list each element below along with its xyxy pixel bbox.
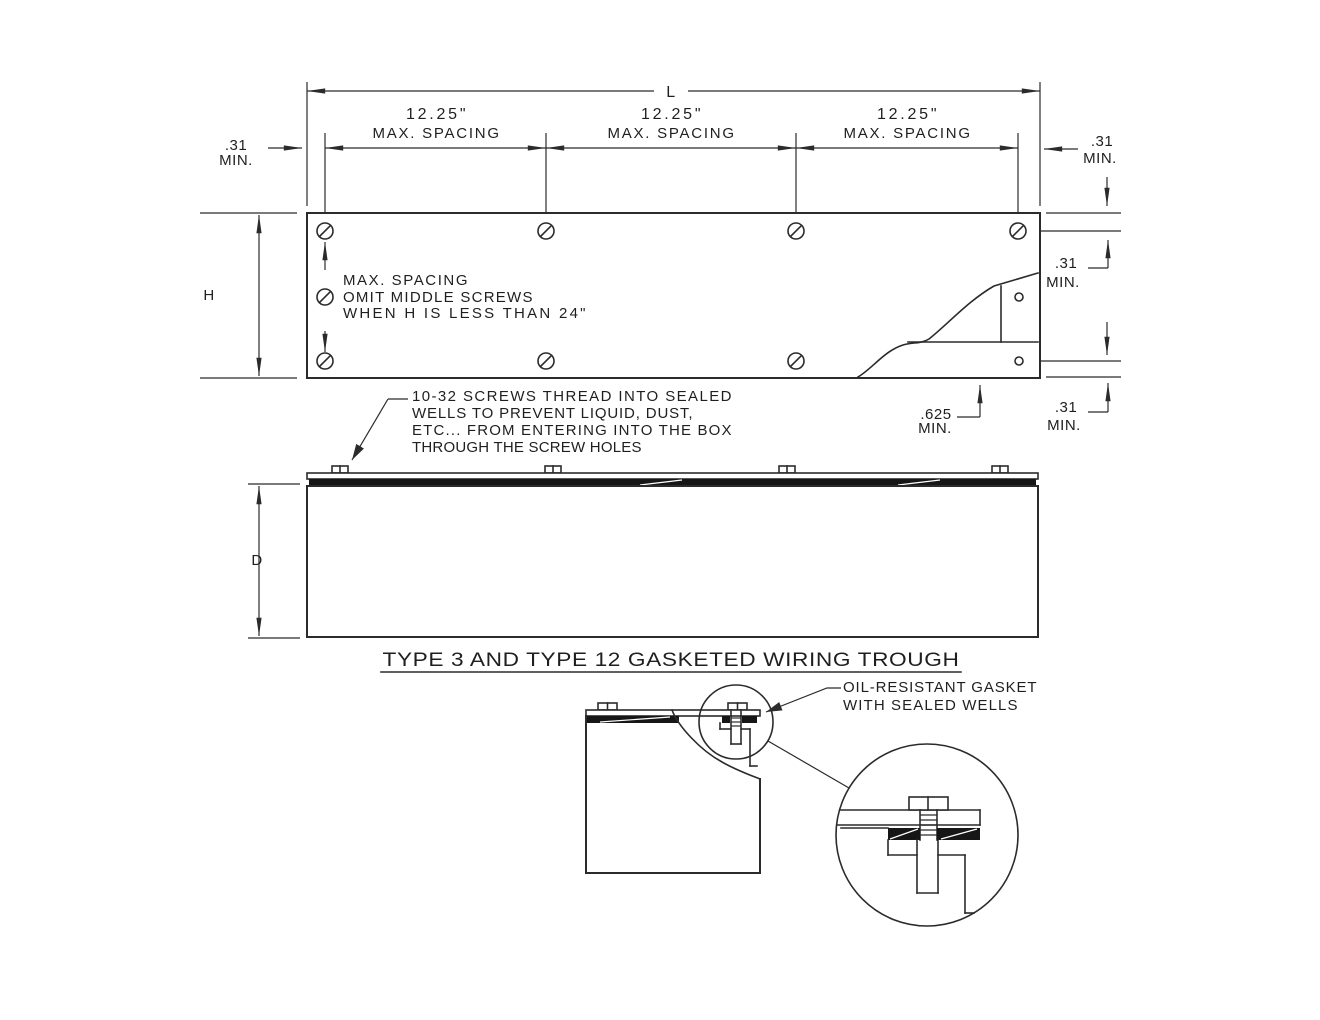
flange-hole-upper	[1014, 292, 1024, 302]
end-gasket-right	[742, 716, 757, 723]
screw-cross-section-large	[836, 796, 981, 914]
screw-symbol	[316, 222, 334, 240]
spacing-2-value: 12.25"	[641, 106, 701, 123]
screw-symbols	[316, 222, 1027, 370]
left-margin-value: .31	[225, 137, 247, 154]
top-view: L 12.25" MAX. SPACING 12.25" MAX. SPACIN…	[200, 82, 1121, 437]
screw-note-line2: WELLS TO PREVENT LIQUID, DUST,	[412, 405, 693, 422]
dim-length: L	[306, 82, 1041, 206]
flange-breakout	[856, 272, 1039, 379]
flange-depth-value: .625	[920, 406, 951, 423]
dim-screw-spacing: 12.25" MAX. SPACING 12.25" MAX. SPACING …	[324, 106, 1019, 222]
screw-head	[727, 702, 748, 711]
title-text: TYPE 3 AND TYPE 12 GASKETED WIRING TROUG…	[383, 650, 960, 671]
flange-hole-lower	[1014, 356, 1024, 366]
screw-symbol	[787, 352, 805, 370]
trough-front-face	[306, 212, 1041, 379]
screw-head	[331, 465, 349, 474]
screw-head	[597, 702, 618, 711]
note-leader-arrow	[351, 398, 389, 461]
spacing-3-value: 12.25"	[877, 106, 937, 123]
dim-flange-hole-offset: .31 MIN.	[1047, 322, 1111, 434]
spacing-1-value: 12.25"	[406, 106, 466, 123]
detail-callout-circle	[698, 684, 774, 760]
screw-symbol	[1009, 222, 1027, 240]
gasket-strip	[309, 479, 1036, 486]
dim-height: H	[200, 212, 297, 379]
dim-left-edge-margin: .31 MIN.	[219, 137, 302, 169]
detail-view: OIL-RESISTANT GASKET WITH SEALED WELLS	[585, 679, 1037, 927]
trough-body-side	[306, 485, 1039, 638]
spacing-3-label: MAX. SPACING	[844, 125, 971, 142]
dim-depth: D	[248, 483, 300, 639]
omit-note-line2: OMIT MIDDLE SCREWS	[343, 289, 533, 306]
cover-screw-heads	[331, 465, 1009, 474]
dim-height-label: H	[203, 287, 214, 304]
cover-plate	[306, 472, 1039, 480]
screw-row-offset-value: .31	[1055, 255, 1077, 272]
gasket-note-line1: OIL-RESISTANT GASKET	[843, 679, 1037, 696]
drawing-title: TYPE 3 AND TYPE 12 GASKETED WIRING TROUG…	[380, 650, 962, 673]
spacing-1-label: MAX. SPACING	[373, 125, 500, 142]
screw-symbol	[316, 352, 334, 370]
screw-symbol	[537, 222, 555, 240]
right-extension-lines	[1026, 212, 1121, 378]
dim-length-label: L	[666, 84, 675, 101]
dim-flange-depth: .625 MIN.	[918, 305, 983, 437]
enlarged-detail	[835, 743, 1019, 927]
dim-depth-label: D	[251, 552, 262, 569]
screw-head	[778, 465, 796, 474]
flange-depth-qualifier: MIN.	[918, 420, 952, 437]
gasket-note-line2: WITH SEALED WELLS	[843, 697, 1018, 714]
note-omit-middle-screws: MAX. SPACING OMIT MIDDLE SCREWS WHEN H I…	[343, 272, 586, 322]
note-sealed-wells: 10-32 SCREWS THREAD INTO SEALED WELLS TO…	[351, 388, 732, 461]
side-view: 10-32 SCREWS THREAD INTO SEALED WELLS TO…	[248, 388, 1039, 639]
trough-end-view	[585, 684, 774, 874]
gasket-leader-arrow	[765, 687, 841, 713]
omit-note-line1: MAX. SPACING	[343, 272, 468, 289]
omit-note-line3: WHEN H IS LESS THAN 24"	[343, 305, 586, 322]
flange-hole-offset-qualifier: MIN.	[1047, 417, 1081, 434]
screw-cross-section-small	[719, 709, 758, 767]
dim-right-edge-margin: .31 MIN.	[1044, 133, 1117, 206]
screw-note-line1: 10-32 SCREWS THREAD INTO SEALED	[412, 388, 732, 405]
screw-symbol	[787, 222, 805, 240]
screw-row-offset-qualifier: MIN.	[1046, 274, 1080, 291]
screw-head	[544, 465, 562, 474]
left-margin-qualifier: MIN.	[219, 152, 253, 169]
screw-note-line3: ETC... FROM ENTERING INTO THE BOX	[412, 422, 732, 439]
detail-connector-line	[767, 740, 850, 789]
dim-screw-row-offset: .31 MIN.	[1046, 240, 1111, 291]
screw-symbol	[537, 352, 555, 370]
note-oil-resistant-gasket: OIL-RESISTANT GASKET WITH SEALED WELLS	[765, 679, 1037, 714]
screw-head	[991, 465, 1009, 474]
right-margin-value: .31	[1091, 133, 1113, 150]
spacing-2-label: MAX. SPACING	[608, 125, 735, 142]
right-margin-qualifier: MIN.	[1083, 150, 1117, 167]
breakout-curve	[670, 708, 762, 781]
screw-symbol	[316, 288, 334, 306]
end-gasket-mid	[722, 716, 730, 723]
end-body-outline	[585, 715, 761, 874]
screw-note-line4: THROUGH THE SCREW HOLES	[412, 439, 642, 456]
flange-hole-offset-value: .31	[1055, 399, 1077, 416]
